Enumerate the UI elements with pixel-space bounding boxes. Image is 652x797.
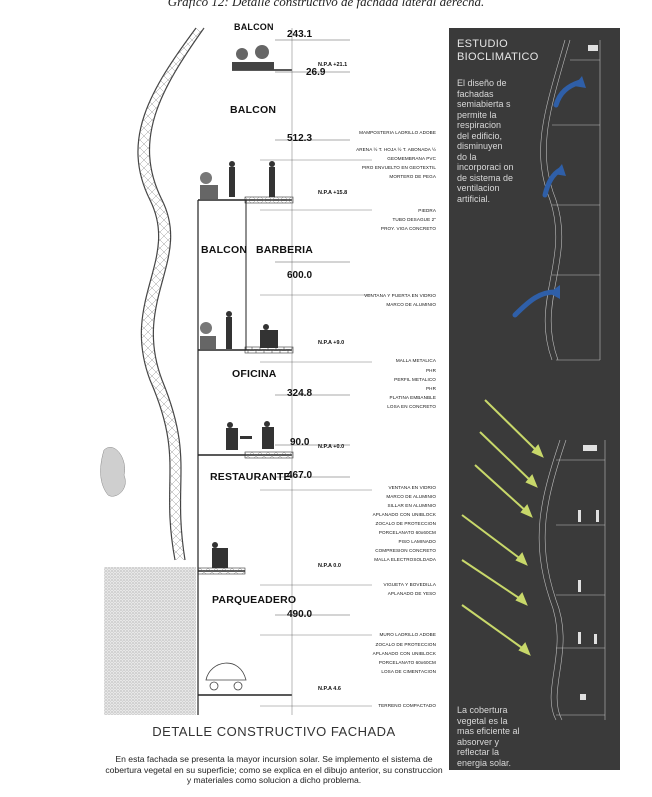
note-line: TERRENO COMPACTADO [378, 703, 436, 708]
note-line: LOSA EN CONCRETO [387, 404, 436, 409]
dimension-label: 512.3 [287, 133, 313, 144]
people-balcon [200, 161, 275, 199]
note-line: PIRO ENVUELTO EN GEOTEXTIL [361, 165, 436, 170]
note-line: MALLA METALICA [395, 358, 436, 363]
note-line: ZOCALO DE PROTECCION [375, 521, 436, 526]
note-line: PHR [426, 368, 436, 373]
vegetation-left [100, 447, 126, 497]
note-line: MALLA ELECTROSOLDADA [374, 557, 436, 562]
dimension-label: 600.0 [287, 270, 313, 281]
panel-figures [578, 45, 599, 700]
dimension-label: 26.9 [306, 67, 326, 78]
note-line: TUBO DESAGUE 2" [392, 217, 436, 222]
note-line: PISO LAMINADO [398, 539, 436, 544]
note-line: PROY. VIGA CONCRETO [380, 226, 436, 231]
level-label: N.P.A +0.0 [318, 444, 345, 450]
note-line: COMPRESION CONCRETO [375, 548, 436, 553]
level-label: N.P.A 0.0 [318, 563, 341, 569]
note-line: ARENA ½ T. HOJA ½ T. ABONADA ½ [356, 147, 436, 152]
figure-caption: Gráfico 12: Detalle constructivo de fach… [167, 0, 485, 9]
room-label-parqueadero: PARQUEADERO [212, 594, 297, 606]
note-line: MAMPOSTERIA LADRILLO ADOBE [359, 130, 436, 135]
room-label-balcon-top: BALCON [230, 104, 277, 116]
people-restaurante [212, 542, 228, 568]
facade-outer-curve [137, 27, 197, 561]
level-label: N.P.A +9.0 [318, 340, 345, 346]
note-line: PERFIL METALICO [394, 377, 436, 382]
room-label-restaurante: RESTAURANTE [210, 471, 291, 483]
facade-truss-band [137, 28, 204, 560]
panel-facade-sketch [538, 39, 606, 721]
note-line: ZOCALO DE PROTECCION [375, 642, 436, 647]
room-label-balcon: BALCON [201, 244, 248, 256]
room-label-barberia: BARBERIA [256, 244, 314, 256]
note-line: PORCELANATO 60x60CM [378, 660, 436, 665]
people-oficina [226, 421, 274, 450]
car-parqueadero [205, 662, 247, 691]
note-line: APLANADO CON UNIBLOCK [372, 651, 436, 656]
dimension-label: 324.8 [287, 388, 313, 399]
note-line: PLATINA EMBANBLE [389, 395, 436, 400]
note-line: GEOMEMBRANA PVC [387, 156, 436, 161]
dimension-label: 90.0 [290, 437, 310, 448]
note-line: VENTANA EN VIDRIO [388, 485, 436, 490]
dimension-label: 467.0 [287, 470, 313, 481]
note-line: MARCO DE ALUMINIO [386, 494, 436, 499]
dimension-label: 490.0 [287, 609, 313, 620]
level-label: N.P.A +15.8 [318, 190, 348, 196]
panel-description-top: El diseño de fachadas semiabierta s perm… [457, 78, 514, 204]
people-barberia [200, 311, 278, 349]
note-line: PHR [426, 386, 436, 391]
panel-title: ESTUDIO BIOCLIMATICO [457, 38, 539, 63]
solar-arrows [461, 399, 544, 656]
note-line: PIEDRA [418, 208, 436, 213]
note-line: VIGUETA Y BOVEDILLA [383, 582, 436, 587]
note-line: VENTANA Y PUERTA EN VIDRIO [364, 293, 436, 298]
panel-description-bottom: La cobertura vegetal es la mas eficiente… [457, 705, 520, 768]
ventilation-arrow-heads [549, 76, 586, 299]
footer-description: En esta fachada se presenta la mayor inc… [105, 754, 443, 785]
dimension-ticks [275, 39, 350, 616]
note-line: MARCO DE ALUMINIO [386, 302, 436, 307]
note-line: SILLAR EN ALUMINIO [387, 503, 436, 508]
planter-top [232, 45, 274, 70]
ground-fill [104, 567, 196, 715]
room-label-balcon-cut: BALCON [234, 22, 274, 32]
room-label-oficina: OFICINA [232, 368, 277, 380]
note-line: MORTERO DE PEGA [389, 174, 436, 179]
note-line: APLANADO DE YESO [387, 591, 436, 596]
level-label: N.P.A 4.6 [318, 686, 341, 692]
footer-title: DETALLE CONSTRUCTIVO FACHADA [152, 724, 396, 739]
note-line: MURO LADRILLO ADOBE [379, 632, 436, 637]
bioclimatic-panel-bg [449, 28, 620, 770]
level-label: N.P.A +21.1 [318, 62, 348, 68]
note-line: APLANADO CON UNIBLOCK [372, 512, 436, 517]
note-line: LOSA DE CIMENTACION [381, 669, 436, 674]
dimension-label: 243.1 [287, 29, 313, 40]
leader-lines [260, 159, 372, 707]
note-line: PORCELANATO 60x60CM [378, 530, 436, 535]
